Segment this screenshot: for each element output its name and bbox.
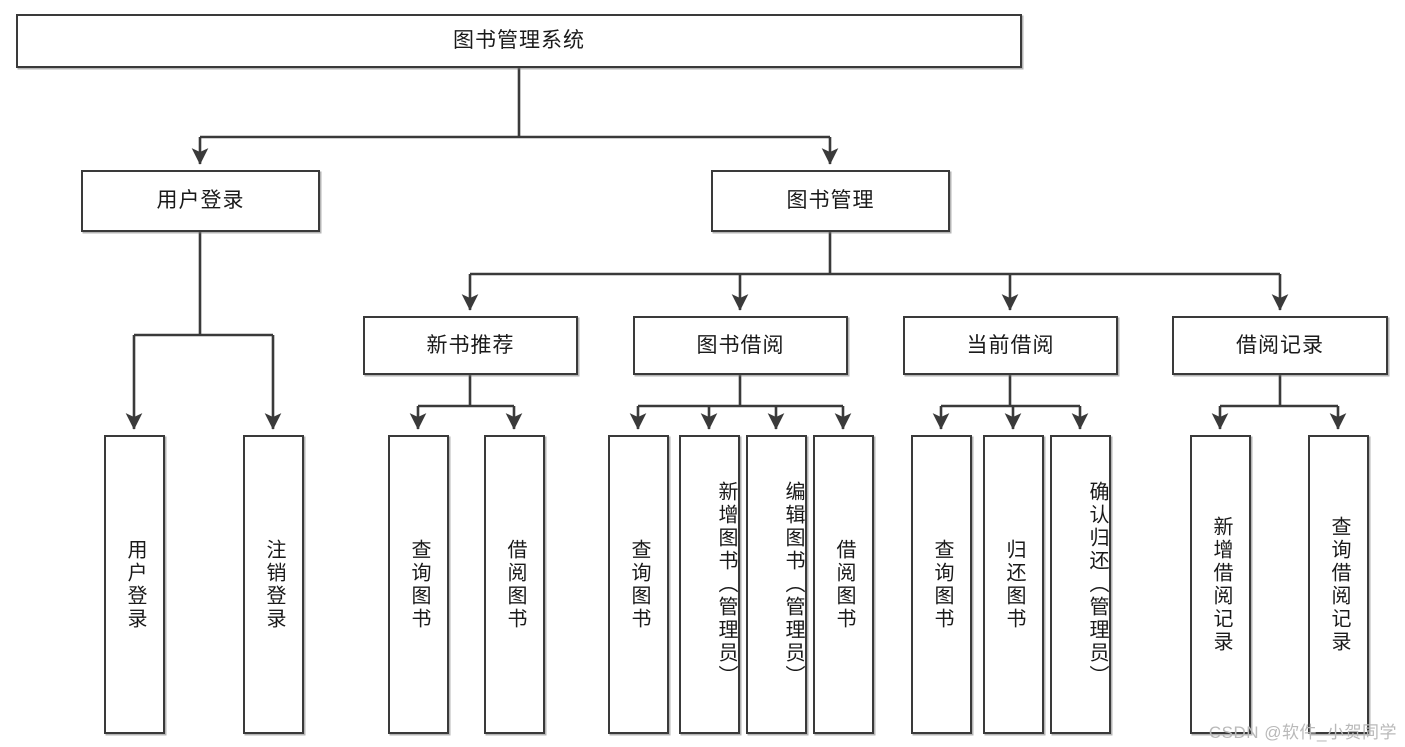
node-leaf-query-book-borrow[interactable]: 查询图书 <box>608 435 669 734</box>
node-leaf-add-borrow-record[interactable]: 新增借阅记录 <box>1190 435 1251 734</box>
node-book-borrow[interactable]: 图书借阅 <box>633 316 848 375</box>
node-user-login[interactable]: 用户登录 <box>81 170 320 232</box>
node-leaf-user-logout[interactable]: 注销登录 <box>243 435 304 734</box>
node-leaf-return-book[interactable]: 归还图书 <box>983 435 1044 734</box>
node-leaf-edit-book-admin[interactable]: 编辑图书（管理员） <box>746 435 807 734</box>
node-leaf-user-login[interactable]: 用户登录 <box>104 435 165 734</box>
node-leaf-query-borrow-record[interactable]: 查询借阅记录 <box>1308 435 1369 734</box>
node-book-manage[interactable]: 图书管理 <box>711 170 950 232</box>
node-leaf-borrow-book[interactable]: 借阅图书 <box>813 435 874 734</box>
node-root-system[interactable]: 图书管理系统 <box>16 14 1022 68</box>
node-leaf-query-book-recommend[interactable]: 查询图书 <box>388 435 449 734</box>
node-leaf-borrow-book-recommend[interactable]: 借阅图书 <box>484 435 545 734</box>
node-new-book-recommend[interactable]: 新书推荐 <box>363 316 578 375</box>
node-current-borrow[interactable]: 当前借阅 <box>903 316 1118 375</box>
node-leaf-add-book-admin[interactable]: 新增图书（管理员） <box>679 435 740 734</box>
watermark-credit: CSDN @软件_小贺同学 <box>1208 723 1397 742</box>
node-borrow-record[interactable]: 借阅记录 <box>1172 316 1388 375</box>
node-leaf-query-book-current[interactable]: 查询图书 <box>911 435 972 734</box>
node-leaf-confirm-return-admin[interactable]: 确认归还（管理员） <box>1050 435 1111 734</box>
